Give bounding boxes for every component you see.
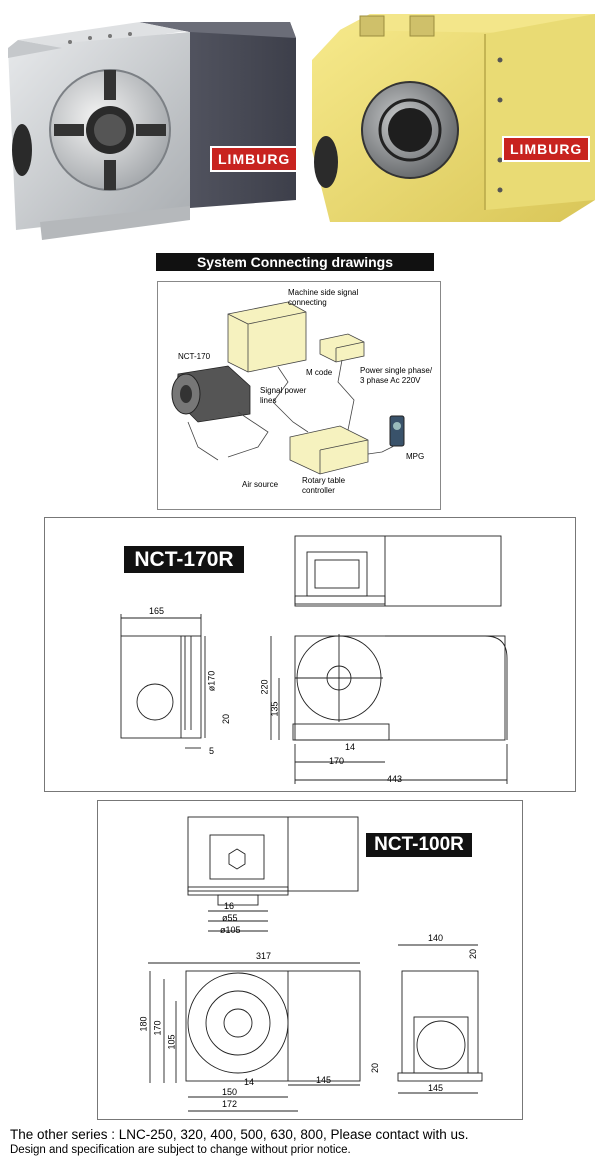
dim-145-side: 145	[428, 1083, 444, 1093]
nct100-drawing: NCT-100R	[97, 800, 523, 1120]
dim-317: 317	[256, 951, 272, 961]
dim-20: 20	[221, 713, 232, 725]
dim-170: 170	[329, 756, 345, 766]
dim-150: 150	[222, 1087, 238, 1097]
nct170-title: NCT-170R	[124, 546, 244, 573]
system-title: System Connecting drawings	[156, 253, 434, 271]
product-photo-left: LIMBURG	[0, 0, 300, 240]
dim-14: 14	[345, 742, 356, 752]
dim-145: 145	[316, 1075, 332, 1085]
label-mcode: M code	[306, 368, 333, 377]
dim-170-dia: ø170	[206, 670, 217, 692]
dim-105-dia: ø105	[220, 925, 241, 935]
dim-170: 170	[152, 1020, 163, 1036]
label-controller: Rotary table controller	[302, 476, 346, 495]
nct170-drawing: NCT-170R	[44, 517, 576, 792]
dim-105: 105	[166, 1034, 177, 1050]
dim-165: 165	[149, 606, 165, 616]
dim-172: 172	[222, 1099, 238, 1109]
label-nct: NCT-170	[178, 352, 211, 361]
dim-443: 443	[387, 774, 403, 784]
dim-140: 140	[428, 933, 444, 943]
dim-20-top: 20	[468, 948, 479, 960]
label-machine: Machine side signal connecting	[288, 288, 359, 307]
dim-5: 5	[209, 746, 215, 756]
brand-logo-left: LIMBURG	[210, 146, 299, 172]
brand-logo-right: LIMBURG	[502, 136, 591, 162]
dim-135: 135	[269, 701, 280, 717]
dim-16: 16	[224, 901, 235, 911]
label-signal: Signal power lines	[260, 386, 307, 405]
dim-220: 220	[259, 679, 270, 695]
dim-14: 14	[244, 1077, 255, 1087]
nct100-title: NCT-100R	[366, 833, 472, 857]
system-diagram: Machine side signal connecting NCT-170 M…	[157, 281, 441, 510]
label-power: Power single phase/ 3 phase Ac 220V	[360, 366, 433, 385]
footer-notice: Design and specification are subject to …	[10, 1144, 351, 1156]
product-photo-right: LIMBURG	[300, 0, 600, 240]
dim-20-bottom: 20	[370, 1062, 381, 1074]
footer-series: The other series : LNC-250, 320, 400, 50…	[10, 1127, 469, 1142]
dim-55: ø55	[222, 913, 238, 923]
dim-180: 180	[138, 1016, 149, 1032]
label-mpg: MPG	[406, 452, 425, 461]
label-air: Air source	[242, 480, 279, 489]
